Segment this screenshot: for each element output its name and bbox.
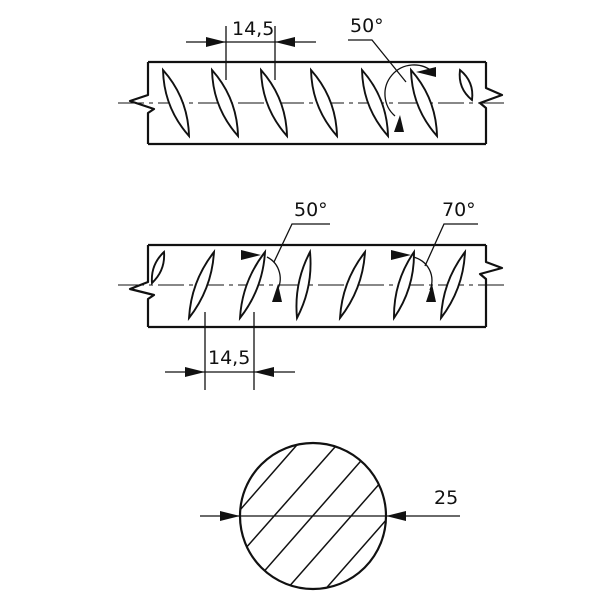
dimension-arrow	[275, 37, 295, 47]
rib	[309, 67, 339, 139]
angle-arrow	[426, 284, 436, 302]
rib	[187, 249, 216, 321]
angle-dimension-2a: 50°	[241, 199, 330, 302]
rib-row-1	[161, 67, 474, 139]
rib	[458, 68, 474, 102]
rib	[393, 249, 415, 321]
section-hatching	[240, 443, 386, 589]
angle-label: 50°	[294, 199, 328, 221]
rib-row-2	[150, 248, 467, 322]
rib	[338, 249, 367, 321]
rebar-view-2: 14,5 50° 70°	[118, 199, 506, 390]
angle-label: 70°	[442, 199, 476, 221]
rib	[295, 248, 312, 322]
pitch-label: 14,5	[232, 18, 274, 40]
angle-label: 50°	[350, 15, 384, 37]
rebar-view-1: 14,5 50°	[118, 15, 506, 146]
dimension-arrow	[185, 367, 205, 377]
diameter-arrow	[386, 511, 406, 521]
diameter-label: 25	[434, 487, 458, 509]
bar-outline-1	[128, 60, 504, 146]
rib	[210, 67, 240, 139]
angle-dimension-2b: 70°	[391, 199, 478, 302]
rib	[360, 67, 390, 139]
leader-line	[348, 39, 407, 83]
angle-arrow	[416, 67, 436, 77]
dimension-arrow	[206, 37, 226, 47]
pitch-dimension-1: 14,5	[186, 18, 316, 80]
angle-arrow	[272, 284, 282, 302]
cross-section: 25	[200, 441, 460, 591]
dimension-arrow	[254, 367, 274, 377]
angle-arc	[384, 64, 434, 117]
rib	[409, 67, 439, 139]
rib	[161, 67, 191, 139]
leader-line	[424, 223, 478, 267]
diameter-arrow	[220, 511, 240, 521]
angle-dimension-1: 50°	[348, 15, 436, 132]
bar-outline-2	[128, 243, 504, 329]
angle-arrow	[241, 250, 261, 260]
leader-line	[273, 223, 330, 263]
rib	[439, 249, 467, 321]
angle-arrow	[391, 250, 411, 260]
rib	[150, 249, 166, 286]
rib	[238, 249, 267, 321]
angle-arrow	[394, 115, 404, 132]
pitch-label: 14,5	[208, 347, 250, 369]
angle-arc	[412, 256, 433, 291]
pitch-dimension-2: 14,5	[165, 312, 295, 390]
rib	[259, 67, 289, 139]
